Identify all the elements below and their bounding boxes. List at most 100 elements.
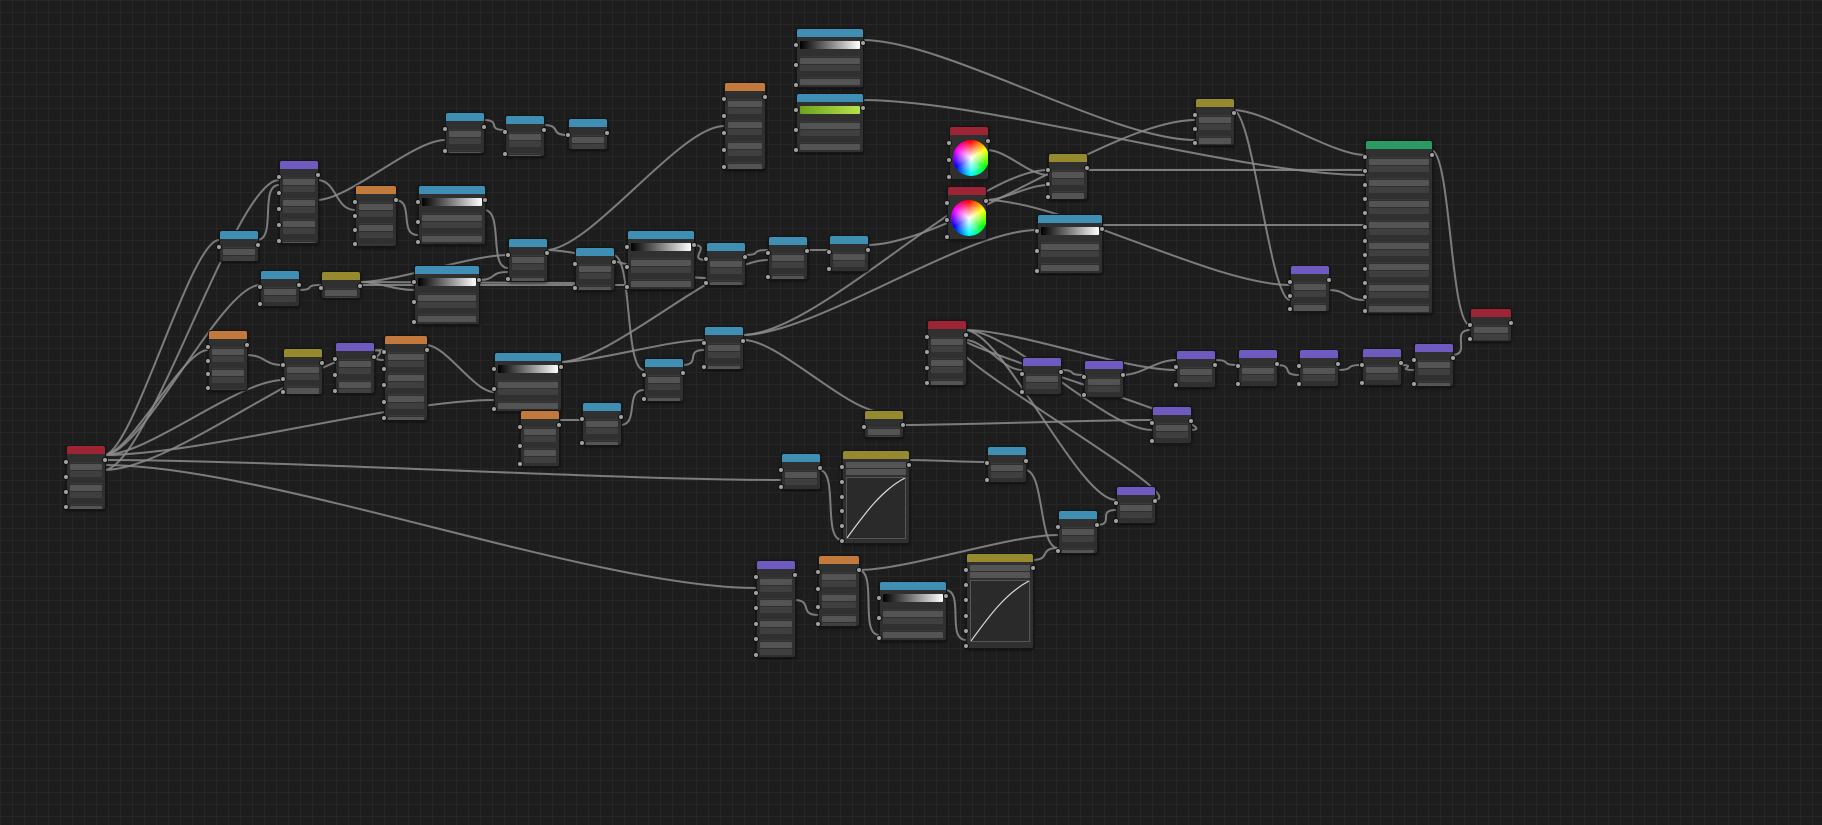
node-header[interactable] bbox=[509, 239, 547, 247]
node-field[interactable] bbox=[498, 389, 558, 395]
node-color[interactable] bbox=[1048, 153, 1088, 200]
input-socket[interactable] bbox=[1034, 268, 1040, 274]
node-field[interactable] bbox=[212, 349, 244, 355]
input-socket[interactable] bbox=[572, 261, 578, 267]
node-field[interactable] bbox=[524, 457, 556, 463]
input-socket[interactable] bbox=[352, 227, 358, 233]
input-socket[interactable] bbox=[1045, 180, 1051, 187]
node-vector[interactable] bbox=[1299, 349, 1339, 387]
node-field[interactable] bbox=[1366, 367, 1398, 373]
node-converter[interactable] bbox=[414, 265, 480, 325]
node-field[interactable] bbox=[728, 101, 762, 107]
input-socket[interactable] bbox=[1362, 238, 1368, 244]
node-converter[interactable] bbox=[796, 93, 864, 153]
input-socket[interactable] bbox=[1467, 322, 1473, 328]
node-field[interactable] bbox=[287, 367, 319, 373]
node-converter[interactable] bbox=[505, 115, 545, 157]
node-field[interactable] bbox=[512, 264, 544, 270]
output-socket[interactable] bbox=[618, 414, 624, 420]
node-header[interactable] bbox=[261, 271, 299, 279]
node-header[interactable] bbox=[819, 556, 859, 564]
node-header[interactable] bbox=[725, 83, 765, 91]
node-converter[interactable] bbox=[582, 402, 622, 446]
node-field[interactable] bbox=[1120, 505, 1152, 511]
input-socket[interactable] bbox=[963, 643, 969, 649]
node-link[interactable] bbox=[1024, 469, 1059, 549]
output-socket[interactable] bbox=[691, 242, 697, 248]
output-socket[interactable] bbox=[983, 198, 989, 204]
node-field[interactable] bbox=[1242, 375, 1274, 381]
node-field[interactable] bbox=[631, 281, 691, 287]
node-field[interactable] bbox=[1199, 117, 1231, 123]
input-socket[interactable] bbox=[276, 238, 282, 244]
input-socket[interactable] bbox=[1045, 194, 1051, 200]
output-socket[interactable] bbox=[1023, 458, 1029, 464]
node-field[interactable] bbox=[631, 267, 691, 273]
node-field[interactable] bbox=[70, 471, 102, 477]
node-field[interactable] bbox=[648, 398, 680, 401]
input-socket[interactable] bbox=[946, 174, 952, 180]
node-field[interactable] bbox=[524, 450, 556, 456]
input-socket[interactable] bbox=[839, 538, 845, 544]
input-socket[interactable] bbox=[63, 474, 69, 480]
node-header[interactable] bbox=[446, 113, 484, 121]
node-field[interactable] bbox=[1041, 244, 1099, 250]
node-field[interactable] bbox=[991, 465, 1023, 471]
node-field[interactable] bbox=[1041, 251, 1099, 257]
node-converter[interactable] bbox=[494, 352, 562, 412]
output-socket[interactable] bbox=[1188, 418, 1194, 424]
node-link[interactable] bbox=[964, 339, 1023, 371]
output-socket[interactable] bbox=[371, 354, 377, 360]
node-converter[interactable] bbox=[796, 28, 864, 88]
input-socket[interactable] bbox=[1362, 280, 1368, 286]
node-converter[interactable] bbox=[575, 247, 615, 291]
input-socket[interactable] bbox=[1287, 292, 1293, 299]
node-field[interactable] bbox=[991, 472, 1023, 478]
input-socket[interactable] bbox=[778, 467, 784, 473]
input-socket[interactable] bbox=[753, 605, 759, 612]
node-header[interactable] bbox=[830, 236, 868, 244]
node-field[interactable] bbox=[846, 469, 906, 475]
input-socket[interactable] bbox=[1362, 210, 1368, 216]
input-socket[interactable] bbox=[963, 627, 969, 634]
node-header[interactable] bbox=[1471, 309, 1511, 317]
curve-widget[interactable] bbox=[846, 477, 906, 539]
output-socket[interactable] bbox=[1450, 355, 1456, 361]
node-field[interactable] bbox=[212, 356, 244, 362]
node-converter[interactable] bbox=[1037, 214, 1103, 274]
color-wheel[interactable] bbox=[953, 140, 988, 176]
node-field[interactable] bbox=[728, 143, 762, 149]
input-socket[interactable] bbox=[944, 217, 950, 223]
input-socket[interactable] bbox=[332, 356, 338, 362]
node-field[interactable] bbox=[449, 131, 481, 137]
node-field[interactable] bbox=[422, 222, 482, 228]
output-socket[interactable] bbox=[424, 347, 430, 353]
input-socket[interactable] bbox=[1192, 126, 1198, 132]
node-header[interactable] bbox=[782, 454, 820, 462]
node-header[interactable] bbox=[797, 94, 863, 102]
input-socket[interactable] bbox=[1149, 438, 1155, 444]
output-socket[interactable] bbox=[680, 370, 686, 376]
node-header[interactable] bbox=[419, 186, 485, 194]
node-header[interactable] bbox=[284, 349, 322, 357]
node-field[interactable] bbox=[710, 261, 742, 267]
input-socket[interactable] bbox=[442, 148, 448, 154]
input-socket[interactable] bbox=[257, 284, 263, 290]
output-socket[interactable] bbox=[556, 422, 562, 428]
input-socket[interactable] bbox=[1081, 392, 1087, 398]
node-field[interactable] bbox=[708, 345, 740, 351]
node-link[interactable] bbox=[483, 209, 509, 269]
input-socket[interactable] bbox=[517, 442, 523, 449]
node-vector[interactable] bbox=[335, 342, 375, 394]
node-field[interactable] bbox=[772, 255, 804, 261]
input-socket[interactable] bbox=[415, 199, 421, 205]
input-socket[interactable] bbox=[442, 126, 448, 132]
node-field[interactable] bbox=[1474, 334, 1508, 340]
input-socket[interactable] bbox=[963, 582, 969, 589]
node-field[interactable] bbox=[359, 204, 393, 210]
node-color[interactable] bbox=[864, 410, 904, 438]
node-header[interactable] bbox=[322, 272, 360, 280]
output-socket[interactable] bbox=[1094, 522, 1100, 528]
node-field[interactable] bbox=[822, 623, 856, 626]
output-socket[interactable] bbox=[804, 248, 810, 254]
